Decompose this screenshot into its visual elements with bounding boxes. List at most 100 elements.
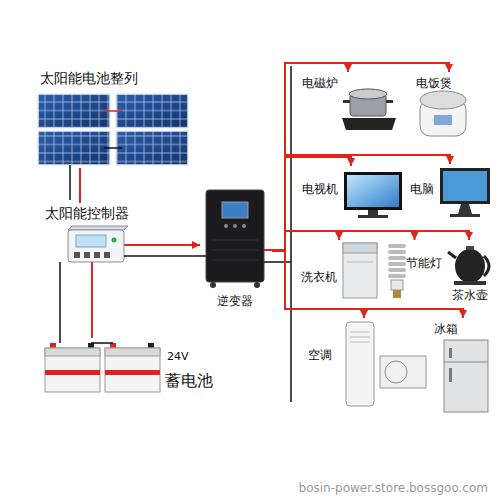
wire: [264, 261, 291, 263]
kettle-spout: [448, 252, 456, 258]
power-wire: [79, 168, 81, 203]
computer-picture: [440, 168, 490, 217]
solar-panel: [116, 94, 188, 128]
panel-wire: [104, 147, 122, 149]
kettle-handle: [484, 256, 489, 276]
air-conditioner-picture: [346, 322, 426, 406]
controller-terminal: [84, 252, 90, 258]
television: 电视机: [298, 166, 404, 224]
power-wire: [272, 157, 351, 251]
tv-base: [358, 215, 388, 218]
power-wire: [272, 251, 463, 319]
inverter-device: [206, 190, 264, 288]
controller-display: [76, 235, 106, 247]
lamp-base: [393, 290, 401, 298]
panel-cells: [38, 131, 110, 165]
solar-panel-array: 太阳能电池整列: [30, 68, 195, 168]
wire: [290, 66, 292, 402]
tv-stand: [368, 210, 378, 215]
battery-terminal: [148, 343, 154, 348]
ac-outdoor: [380, 356, 426, 388]
node-label: 节能灯: [406, 256, 442, 270]
power-wire: [272, 231, 469, 251]
power-wire: [91, 268, 93, 338]
pot-handle: [386, 100, 393, 103]
controller-terminal: [104, 252, 110, 258]
solar-panel: [116, 131, 188, 165]
node-label: 电磁炉: [302, 76, 338, 90]
watermark: bosin-power.store.bossgoo.com: [299, 481, 488, 495]
refrigerator-picture: [444, 340, 488, 412]
solar-controller: 太阳能控制器: [40, 203, 140, 268]
battery-lid: [105, 348, 160, 356]
fridge-handle: [449, 368, 452, 382]
controller-device: [68, 226, 128, 262]
cooker-base: [342, 118, 396, 130]
controller-top: [68, 226, 128, 230]
air-conditioner: 空调: [298, 318, 430, 410]
washing-machine-picture: [343, 243, 377, 298]
node-label: 蓄电池: [165, 371, 213, 390]
power-wire: [140, 244, 200, 246]
node-label: 电脑: [410, 182, 434, 196]
battery-body: [45, 348, 100, 392]
power-wire: [272, 63, 449, 251]
television-picture: [344, 172, 402, 218]
controller-led: [112, 238, 117, 243]
controller-terminal: [94, 252, 100, 258]
solar-panels: [38, 94, 188, 165]
wiring: [60, 66, 291, 402]
node-label: 太阳能控制器: [45, 205, 129, 222]
inverter-vent: [212, 250, 258, 251]
fridge-body: [444, 340, 488, 412]
battery-link: [91, 342, 113, 344]
inverter-button: [233, 224, 237, 228]
wire: [124, 255, 206, 257]
monitor-screen: [443, 171, 487, 201]
ac-vent: [350, 332, 370, 333]
fridge-handle: [449, 348, 452, 358]
battery-bank: 24V蓄电池: [40, 338, 220, 400]
tv-frame: [344, 172, 402, 210]
induction-cooker: 电磁炉: [298, 72, 398, 134]
inverter-body: [206, 190, 264, 282]
washer-panel: [343, 243, 377, 253]
node-label: 空调: [308, 348, 332, 362]
inverter-button: [242, 224, 246, 228]
battery-lid: [45, 348, 100, 356]
cooker-panel: [434, 115, 452, 125]
lamp-spiral: [390, 246, 404, 276]
rice-cooker: 电饭煲: [408, 72, 490, 140]
tv-screen: [347, 175, 399, 207]
node-label: 冰箱: [434, 322, 458, 336]
panel-cells: [38, 94, 110, 128]
inverter-wheel: [254, 282, 260, 288]
washing-machine: 洗衣机: [298, 240, 380, 302]
panel-cells: [116, 131, 188, 165]
power-wire: [272, 155, 450, 251]
node-label: 太阳能电池整列: [40, 70, 138, 87]
node-label: 电视机: [302, 182, 338, 196]
power-wire: [272, 231, 339, 251]
node-label: 洗衣机: [301, 270, 337, 284]
fridge-divider: [444, 362, 488, 363]
panel-cells: [116, 94, 188, 128]
wire: [69, 165, 71, 200]
solar-panel: [38, 94, 110, 128]
battery-stripe: [45, 370, 100, 375]
kettle-knob: [466, 246, 474, 250]
wire: [124, 244, 142, 246]
pot-lid: [349, 89, 387, 99]
solar-panel: [38, 131, 110, 165]
inverter-vent: [212, 260, 258, 261]
washer-body: [343, 243, 377, 298]
kettle-base: [454, 281, 486, 285]
inverter-display: [222, 202, 248, 218]
cooker-lid: [420, 91, 466, 109]
monitor-stand: [458, 204, 472, 214]
kettle-picture: [448, 246, 489, 285]
node-label: 茶水壶: [452, 288, 488, 302]
ac-fan: [385, 361, 407, 383]
kettle: 茶水壶: [446, 240, 492, 306]
